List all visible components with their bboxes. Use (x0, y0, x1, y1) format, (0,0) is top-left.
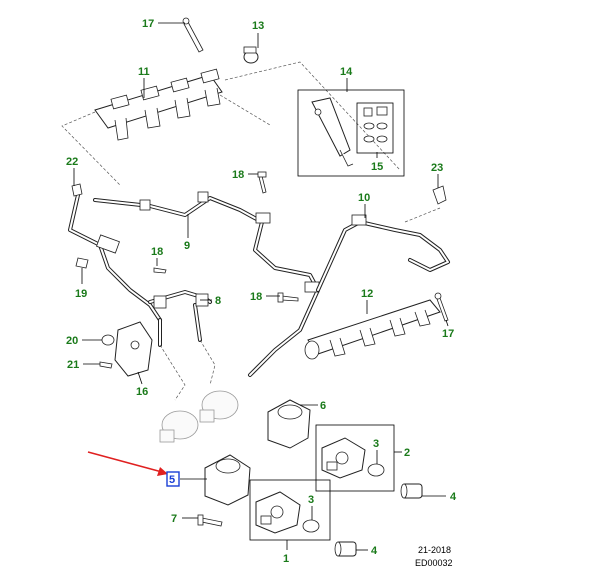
cap-4-lower (334, 541, 357, 557)
injector (311, 97, 354, 167)
bolt-18-mid (277, 292, 299, 303)
footer-date: 21-2018 (418, 545, 451, 555)
bolt-18-left (153, 267, 167, 274)
cap-part (243, 46, 259, 64)
injector-kit-box (297, 89, 405, 177)
callout-17-right: 17 (442, 328, 454, 340)
callout-11: 11 (138, 66, 150, 78)
seal-kit-box (356, 102, 394, 154)
fuel-rail-upper (94, 68, 223, 141)
seal-ring-upper (367, 463, 385, 477)
callout-22: 22 (66, 156, 78, 168)
callout-12: 12 (361, 288, 373, 300)
callout-15: 15 (371, 161, 383, 173)
callout-5: 5 (169, 474, 175, 486)
fuel-pipe-left (68, 191, 264, 322)
fuel-pipe-10 (316, 207, 450, 292)
callout-1: 1 (283, 553, 289, 565)
callout-18-left: 18 (151, 246, 163, 258)
callout-18-mid: 18 (250, 291, 262, 303)
cap-4-upper (400, 483, 423, 499)
callout-17-top: 17 (142, 18, 154, 30)
clip-19 (75, 257, 89, 269)
engine-pump-ghost (159, 390, 239, 443)
callout-16: 16 (136, 386, 148, 398)
clip-22 (71, 183, 83, 197)
fuel-rail-lower (304, 299, 441, 360)
footer-code: ED00032 (415, 558, 453, 568)
bolt-18-upper (257, 171, 267, 194)
callout-4-upper: 4 (450, 491, 457, 503)
callout-13: 13 (252, 20, 264, 32)
bolt-right (434, 292, 449, 322)
bolt-20 (101, 334, 115, 346)
callout-6: 6 (320, 400, 326, 412)
callout-5-highlighted[interactable]: 5 (166, 471, 180, 487)
bolt-7 (197, 514, 223, 527)
bracket-16 (114, 321, 153, 377)
callout-10: 10 (358, 192, 370, 204)
hp-pump-upper (321, 437, 366, 479)
callout-19: 19 (75, 288, 87, 300)
highlight-arrow (87, 451, 168, 476)
callout-7: 7 (171, 513, 177, 525)
callout-14: 14 (340, 66, 353, 78)
seal-parts (363, 106, 388, 143)
callout-23: 23 (431, 162, 443, 174)
bolt-21 (99, 361, 113, 369)
bolt-upper (182, 17, 204, 53)
callout-2: 2 (404, 447, 410, 459)
callout-9: 9 (184, 240, 190, 252)
seal-ring-lower (302, 519, 320, 533)
callout-3-lower: 3 (308, 494, 314, 506)
leader-lines (73, 22, 449, 551)
callouts: 17 13 11 14 15 22 18 23 10 9 18 19 18 12… (66, 18, 457, 565)
pump-box-lower (249, 479, 331, 541)
pump-bracket-5 (204, 454, 251, 506)
callout-8: 8 (215, 295, 221, 307)
clip-part (432, 185, 447, 205)
callout-20: 20 (66, 335, 78, 347)
callout-18-top: 18 (232, 169, 244, 181)
callout-3-upper: 3 (373, 438, 379, 450)
pump-bracket-6 (267, 399, 311, 449)
hp-pump-lower (255, 491, 301, 534)
pump-box-upper (315, 424, 395, 492)
fuel-pipe-9 (248, 212, 320, 377)
callout-4-lower: 4 (371, 545, 378, 557)
callout-21: 21 (67, 359, 79, 371)
